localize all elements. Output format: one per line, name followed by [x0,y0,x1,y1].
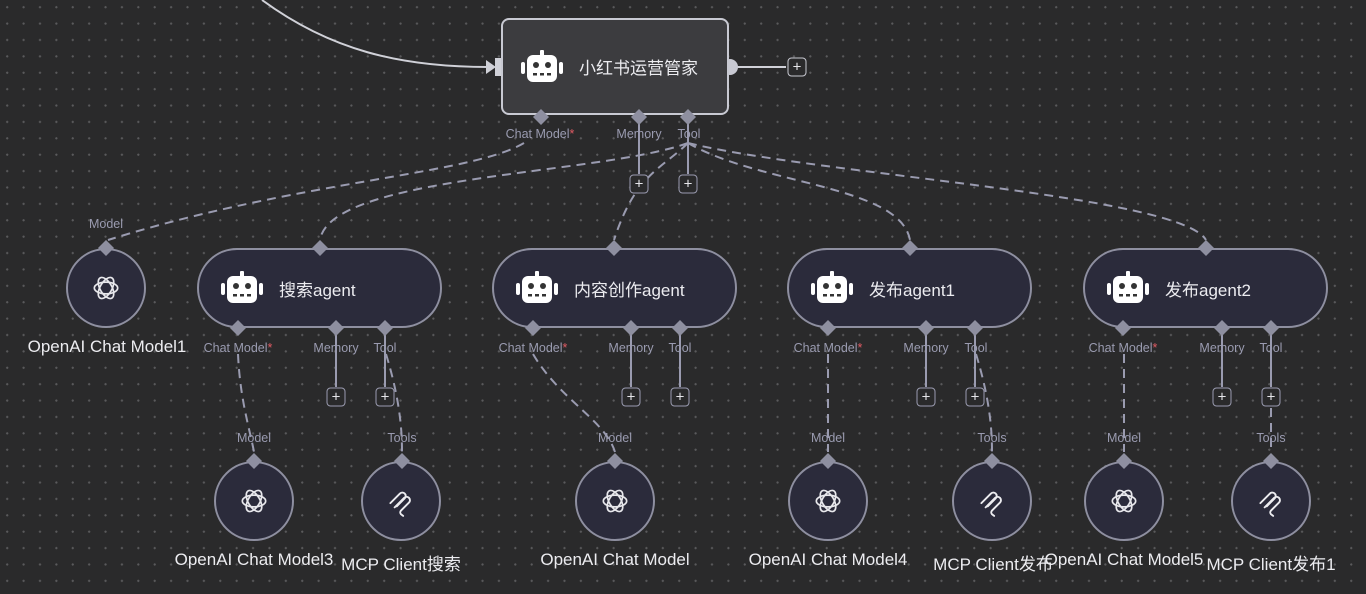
robot-icon [221,271,263,305]
sub-node-label: MCP Client搜索 [341,555,461,574]
port-label-memory: Memory [903,341,949,355]
edge-agent1-tool [385,353,403,453]
sub-node-openai-model5[interactable] [1084,461,1164,541]
port-label-tool: Tool [964,341,988,355]
sub-node-label: OpenAI Chat Model4 [748,550,908,569]
add-tool-button[interactable]: + [670,387,690,407]
agent-node-content[interactable]: 内容创作agent [492,248,737,328]
agent-title: 发布agent1 [869,280,955,300]
port-label-tool: Tool [668,341,692,355]
mcp-icon [384,484,418,518]
port-label-memory: Memory [1199,341,1245,355]
openai-icon [89,271,123,305]
port-label-chat-model: Chat Model* [505,127,575,141]
openai-icon [598,484,632,518]
port-label-model: Model [597,431,633,445]
sub-node-label: OpenAI Chat Model5 [1044,550,1204,569]
edge-agent2-model [532,353,616,453]
add-tool-button[interactable]: + [1261,387,1281,407]
port-label-tools: Tools [387,431,417,445]
port-label-model: Model [810,431,846,445]
agent-title: 内容创作agent [574,280,685,300]
add-tool-button[interactable]: + [965,387,985,407]
sub-node-openai-model4[interactable] [788,461,868,541]
add-memory-button[interactable]: + [326,387,346,407]
sub-node-label: OpenAI Chat Model3 [174,550,334,569]
main-input-port[interactable] [495,58,501,76]
edge-main-model [107,142,525,241]
edge-main-tool-agent4 [687,142,1207,241]
agent-node-publish1[interactable]: 发布agent1 [787,248,1032,328]
mcp-icon [975,484,1009,518]
port-label-chat-model: Chat Model* [203,341,273,355]
port-label-chat-model: Chat Model* [498,341,568,355]
robot-icon [516,271,558,305]
agent-node-publish2[interactable]: 发布agent2 [1083,248,1328,328]
sub-node-label: MCP Client发布1 [1206,555,1336,574]
robot-icon [521,50,563,84]
agent-node-search[interactable]: 搜索agent [197,248,442,328]
port-label-chat-model: Chat Model* [1088,341,1158,355]
port-label-tool: Tool [677,127,701,141]
port-label-model: Model [1106,431,1142,445]
sub-node-mcp-publish[interactable] [952,461,1032,541]
port-label-model: Model [88,217,124,231]
main-node-title: 小红书运营管家 [579,59,698,78]
port-label-tool: Tool [1259,341,1283,355]
sub-node-label: OpenAI Chat Model [540,550,690,569]
sub-node-mcp-search[interactable] [361,461,441,541]
port-label-memory: Memory [313,341,359,355]
agent-title: 发布agent2 [1165,280,1251,300]
add-tool-button[interactable]: + [678,174,698,194]
port-label-memory: Memory [608,341,654,355]
sub-node-mcp-publish1[interactable] [1231,461,1311,541]
add-memory-button[interactable]: + [629,174,649,194]
sub-node-label: OpenAI Chat Model1 [27,337,187,356]
port-label-chat-model: Chat Model* [793,341,863,355]
edge-agent1-model [237,353,255,453]
add-next-node-button[interactable]: + [787,57,807,77]
add-memory-button[interactable]: + [916,387,936,407]
openai-icon [237,484,271,518]
sub-node-openai-model1[interactable] [66,248,146,328]
edge-agent3-tool [975,353,993,453]
sub-node-openai-model[interactable] [575,461,655,541]
port-label-tools: Tools [1256,431,1286,445]
sub-node-label: MCP Client发布 [933,555,1053,574]
port-label-model: Model [236,431,272,445]
openai-icon [811,484,845,518]
robot-icon [811,271,853,305]
robot-icon [1107,271,1149,305]
port-label-tool: Tool [373,341,397,355]
incoming-edge [261,0,489,68]
edge-main-tool-agent1 [319,142,689,241]
edge-main-tool-agent3 [687,142,911,241]
input-arrow-icon [486,60,496,74]
agent-title: 搜索agent [279,280,356,300]
port-label-tools: Tools [977,431,1007,445]
add-memory-button[interactable]: + [621,387,641,407]
add-tool-button[interactable]: + [375,387,395,407]
main-agent-node[interactable]: 小红书运营管家 [501,18,729,115]
sub-node-openai-model3[interactable] [214,461,294,541]
port-label-memory: Memory [616,127,662,141]
openai-icon [1107,484,1141,518]
mcp-icon [1254,484,1288,518]
add-memory-button[interactable]: + [1212,387,1232,407]
